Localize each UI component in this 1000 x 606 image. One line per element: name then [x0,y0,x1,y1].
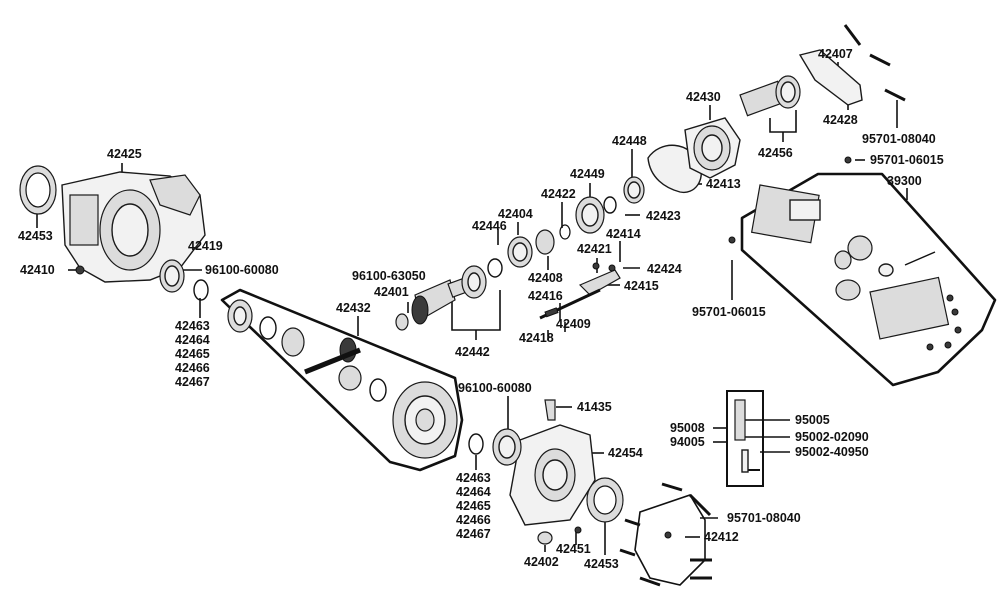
label-42454: 42454 [608,446,643,460]
label-42409: 42409 [556,317,591,331]
label-42453-lower: 42453 [584,557,619,571]
label-96100-60080: 96100-60080 [205,263,279,277]
screw-95701-06015-part [728,236,736,244]
label-42412: 42412 [704,530,739,544]
label-42404: 42404 [498,207,533,221]
label-42449: 42449 [570,167,605,181]
label-42466: 42466 [175,361,210,375]
label-42424: 42424 [647,262,682,276]
label-42432: 42432 [336,301,371,315]
label-42408: 42408 [528,271,563,285]
label-42423: 42423 [646,209,681,223]
label-42415: 42415 [624,279,659,293]
hardware-kit-parts [734,399,760,473]
label-95002-40950: 95002-40950 [795,445,869,459]
label-42464-lower: 42464 [456,485,491,499]
label-42428: 42428 [823,113,858,127]
seal-42453-part [19,165,57,215]
label-94005: 94005 [670,435,705,449]
label-39300: 39300 [887,174,922,188]
label-42453: 42453 [18,229,53,243]
label-95008: 95008 [670,421,705,435]
label-95701-06015-lower: 95701-06015 [692,305,766,319]
bracket-42428-part [798,24,906,164]
label-42407: 42407 [818,47,853,61]
label-42421: 42421 [577,242,612,256]
main-housing-part [61,171,206,283]
label-42414: 42414 [606,227,641,241]
hardware-kit-box [726,390,764,487]
label-95701-08040: 95701-08040 [862,132,936,146]
label-42465: 42465 [175,347,210,361]
label-42467-lower: 42467 [456,527,491,541]
differential-internals [227,299,458,459]
bearing-lower-part [468,428,522,466]
label-42402: 42402 [524,555,559,569]
seal-42453-lower-part [586,477,624,523]
label-96100-63050: 96100-63050 [352,269,426,283]
label-95701-08040-lower: 95701-08040 [727,511,801,525]
label-42463: 42463 [175,319,210,333]
label-42430: 42430 [686,90,721,104]
label-42401: 42401 [374,285,409,299]
splined-shaft-part [739,75,801,117]
label-42451: 42451 [556,542,591,556]
differential-group-outline [220,288,464,472]
pinion-gear-part [395,176,645,331]
label-42456: 42456 [758,146,793,160]
label-42467: 42467 [175,375,210,389]
vent-41435-part [544,399,556,421]
plug-42410-part [75,265,85,275]
actuator-housing-part [684,117,741,179]
plug-42402-part [537,531,553,545]
label-95002-02090: 95002-02090 [795,430,869,444]
label-42448: 42448 [612,134,647,148]
plug-42451-part [574,526,582,534]
actuator-group-outline [740,172,997,387]
gasket-42412-part [619,482,712,587]
bearing-left-part [159,259,209,301]
cover-42454-part [509,424,596,526]
label-42419: 42419 [188,239,223,253]
label-42442: 42442 [455,345,490,359]
label-95005: 95005 [795,413,830,427]
label-95701-06015: 95701-06015 [870,153,944,167]
actuator-module-part [750,184,962,351]
label-42466-lower: 42466 [456,513,491,527]
label-42464: 42464 [175,333,210,347]
label-41435: 41435 [577,400,612,414]
label-42463-lower: 42463 [456,471,491,485]
label-42425: 42425 [107,147,142,161]
label-96100-60080-lower: 96100-60080 [458,381,532,395]
label-42410: 42410 [20,263,55,277]
label-42413: 42413 [706,177,741,191]
part-labels: 42425 42453 42419 42410 96100-60080 4246… [18,47,944,571]
label-42446: 42446 [472,219,507,233]
shift-fork-part [539,262,621,320]
label-42416: 42416 [528,289,563,303]
label-42422: 42422 [541,187,576,201]
label-42418: 42418 [519,331,554,345]
label-42465-lower: 42465 [456,499,491,513]
